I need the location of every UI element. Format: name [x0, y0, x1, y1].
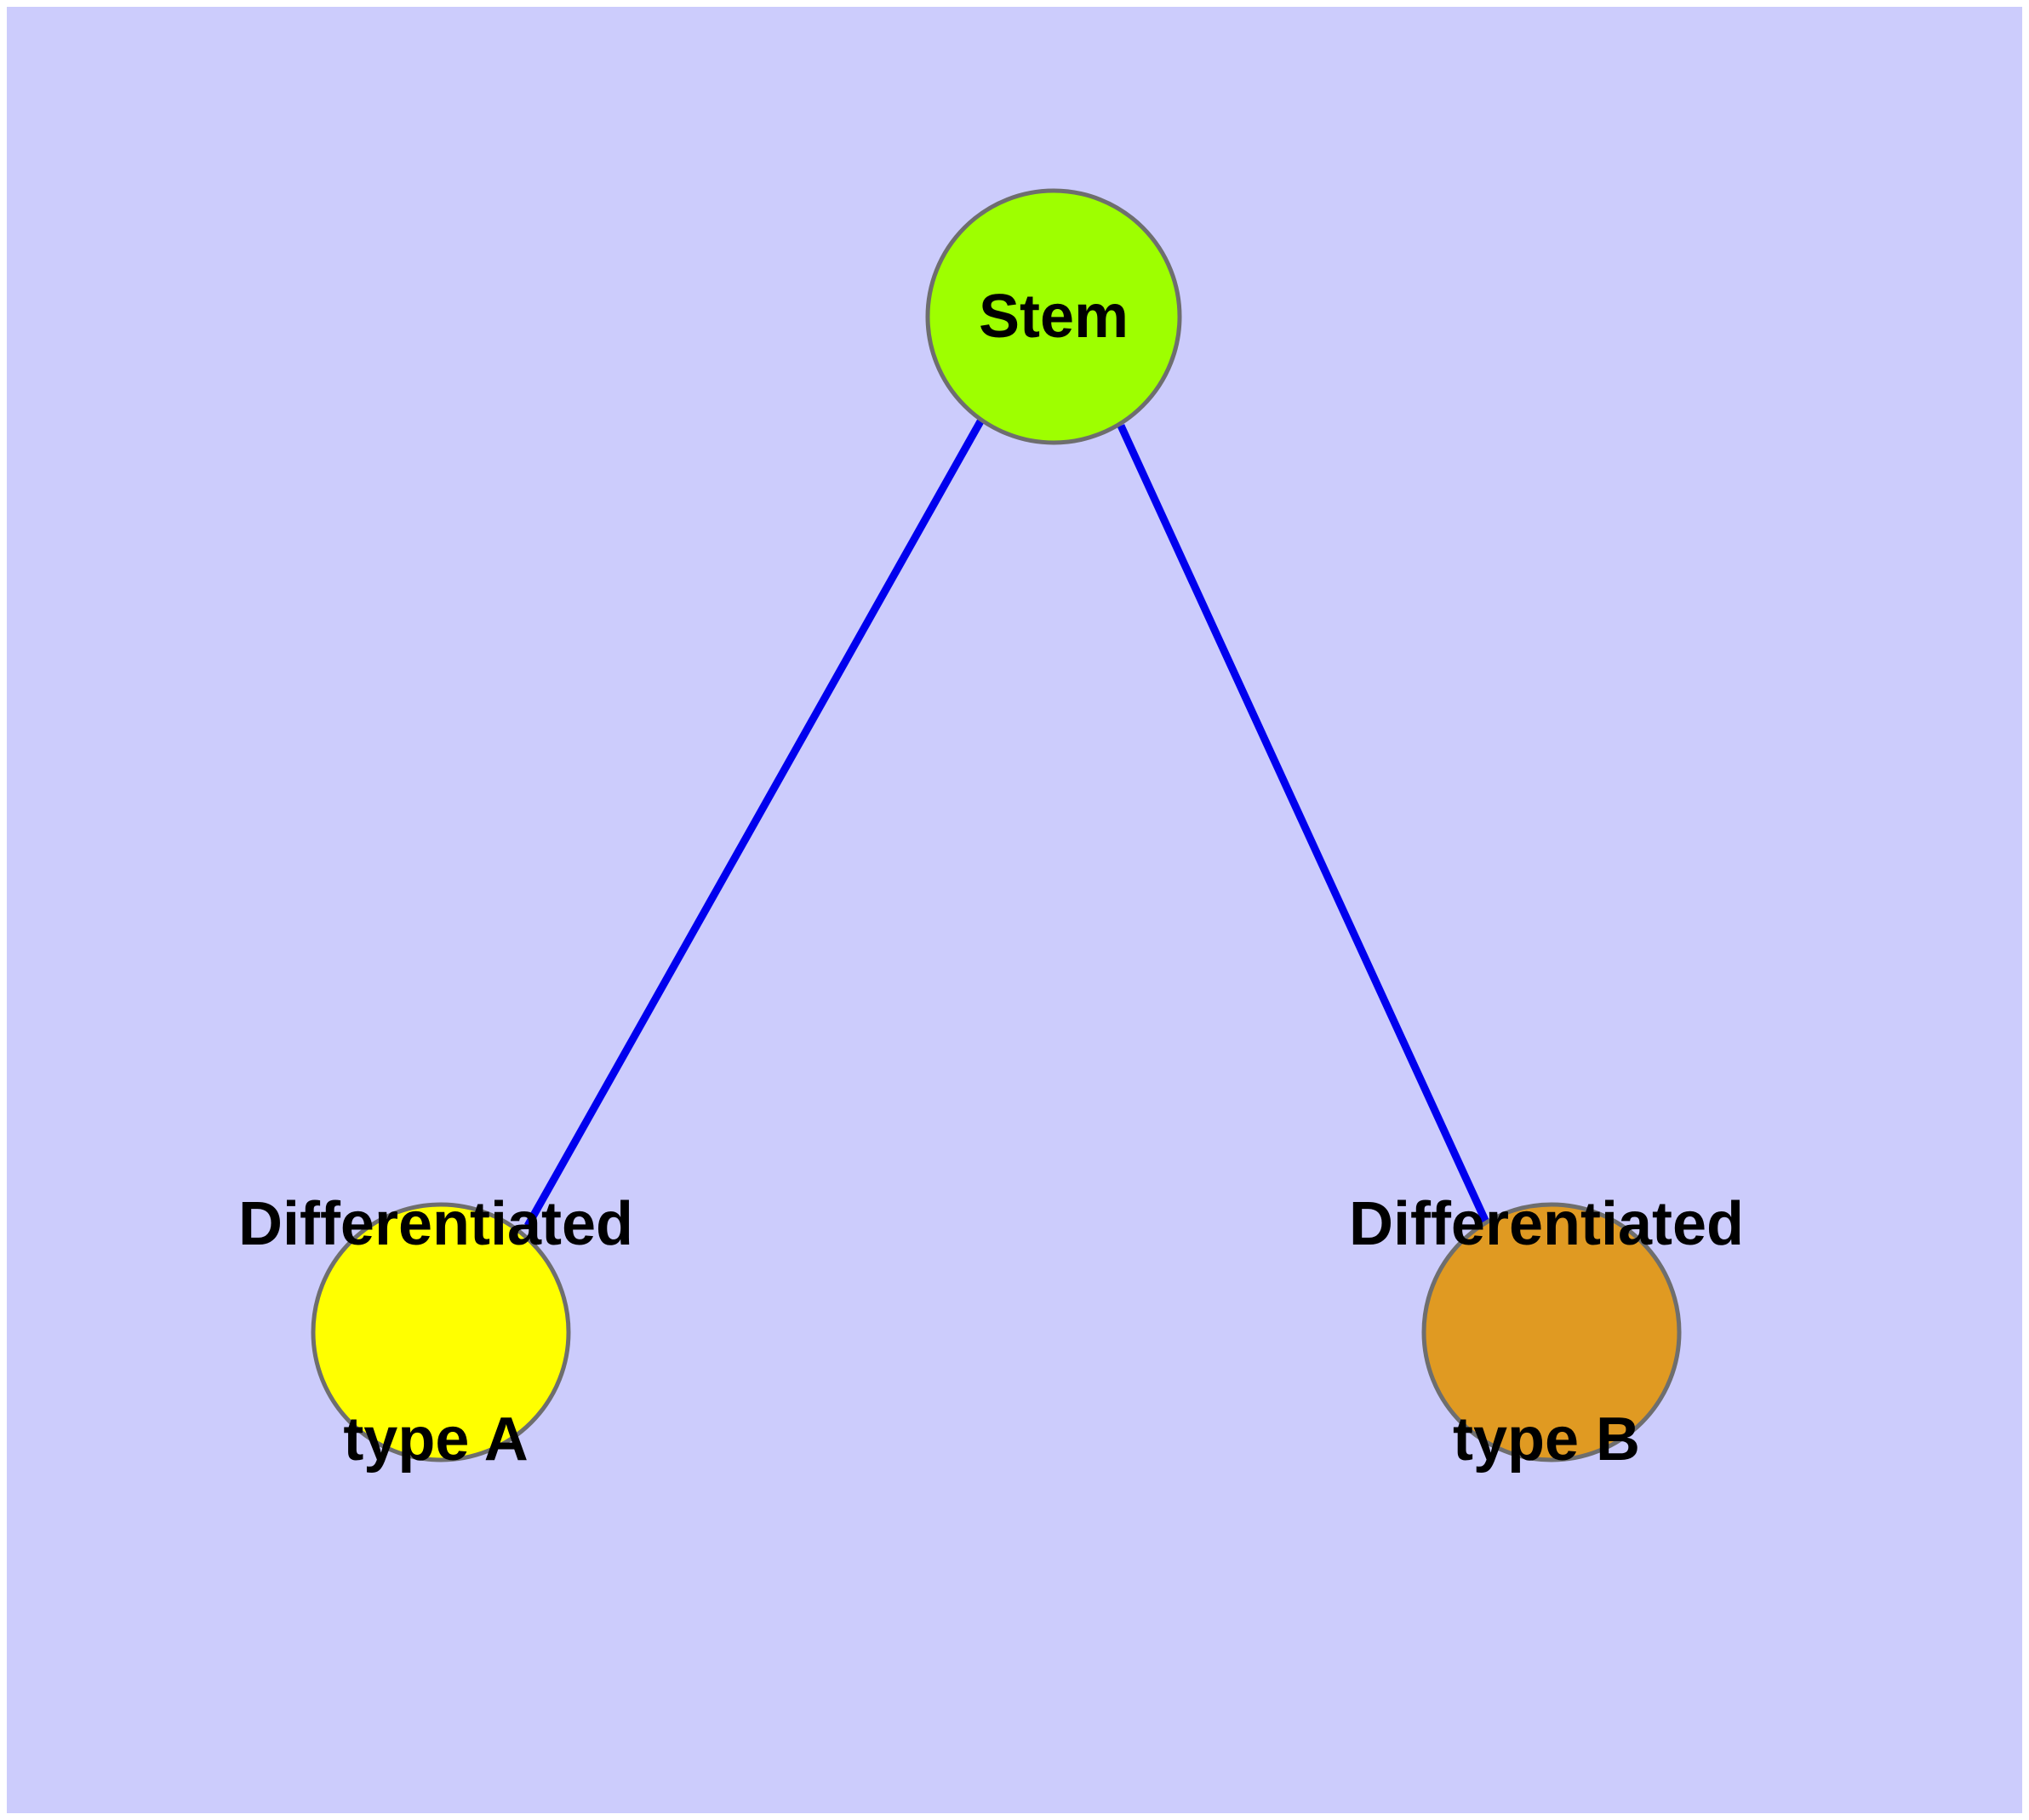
node-differentiated-type-b[interactable]: [1421, 1202, 1682, 1462]
edge-stem-to-differentiated-type-a: [524, 419, 984, 1228]
edge-stem-to-differentiated-type-b: [1117, 424, 1492, 1228]
node-layer: [311, 188, 1682, 1462]
edge-layer: [524, 419, 1492, 1228]
node-stem[interactable]: [925, 188, 1182, 445]
node-differentiated-type-a[interactable]: [311, 1202, 571, 1462]
